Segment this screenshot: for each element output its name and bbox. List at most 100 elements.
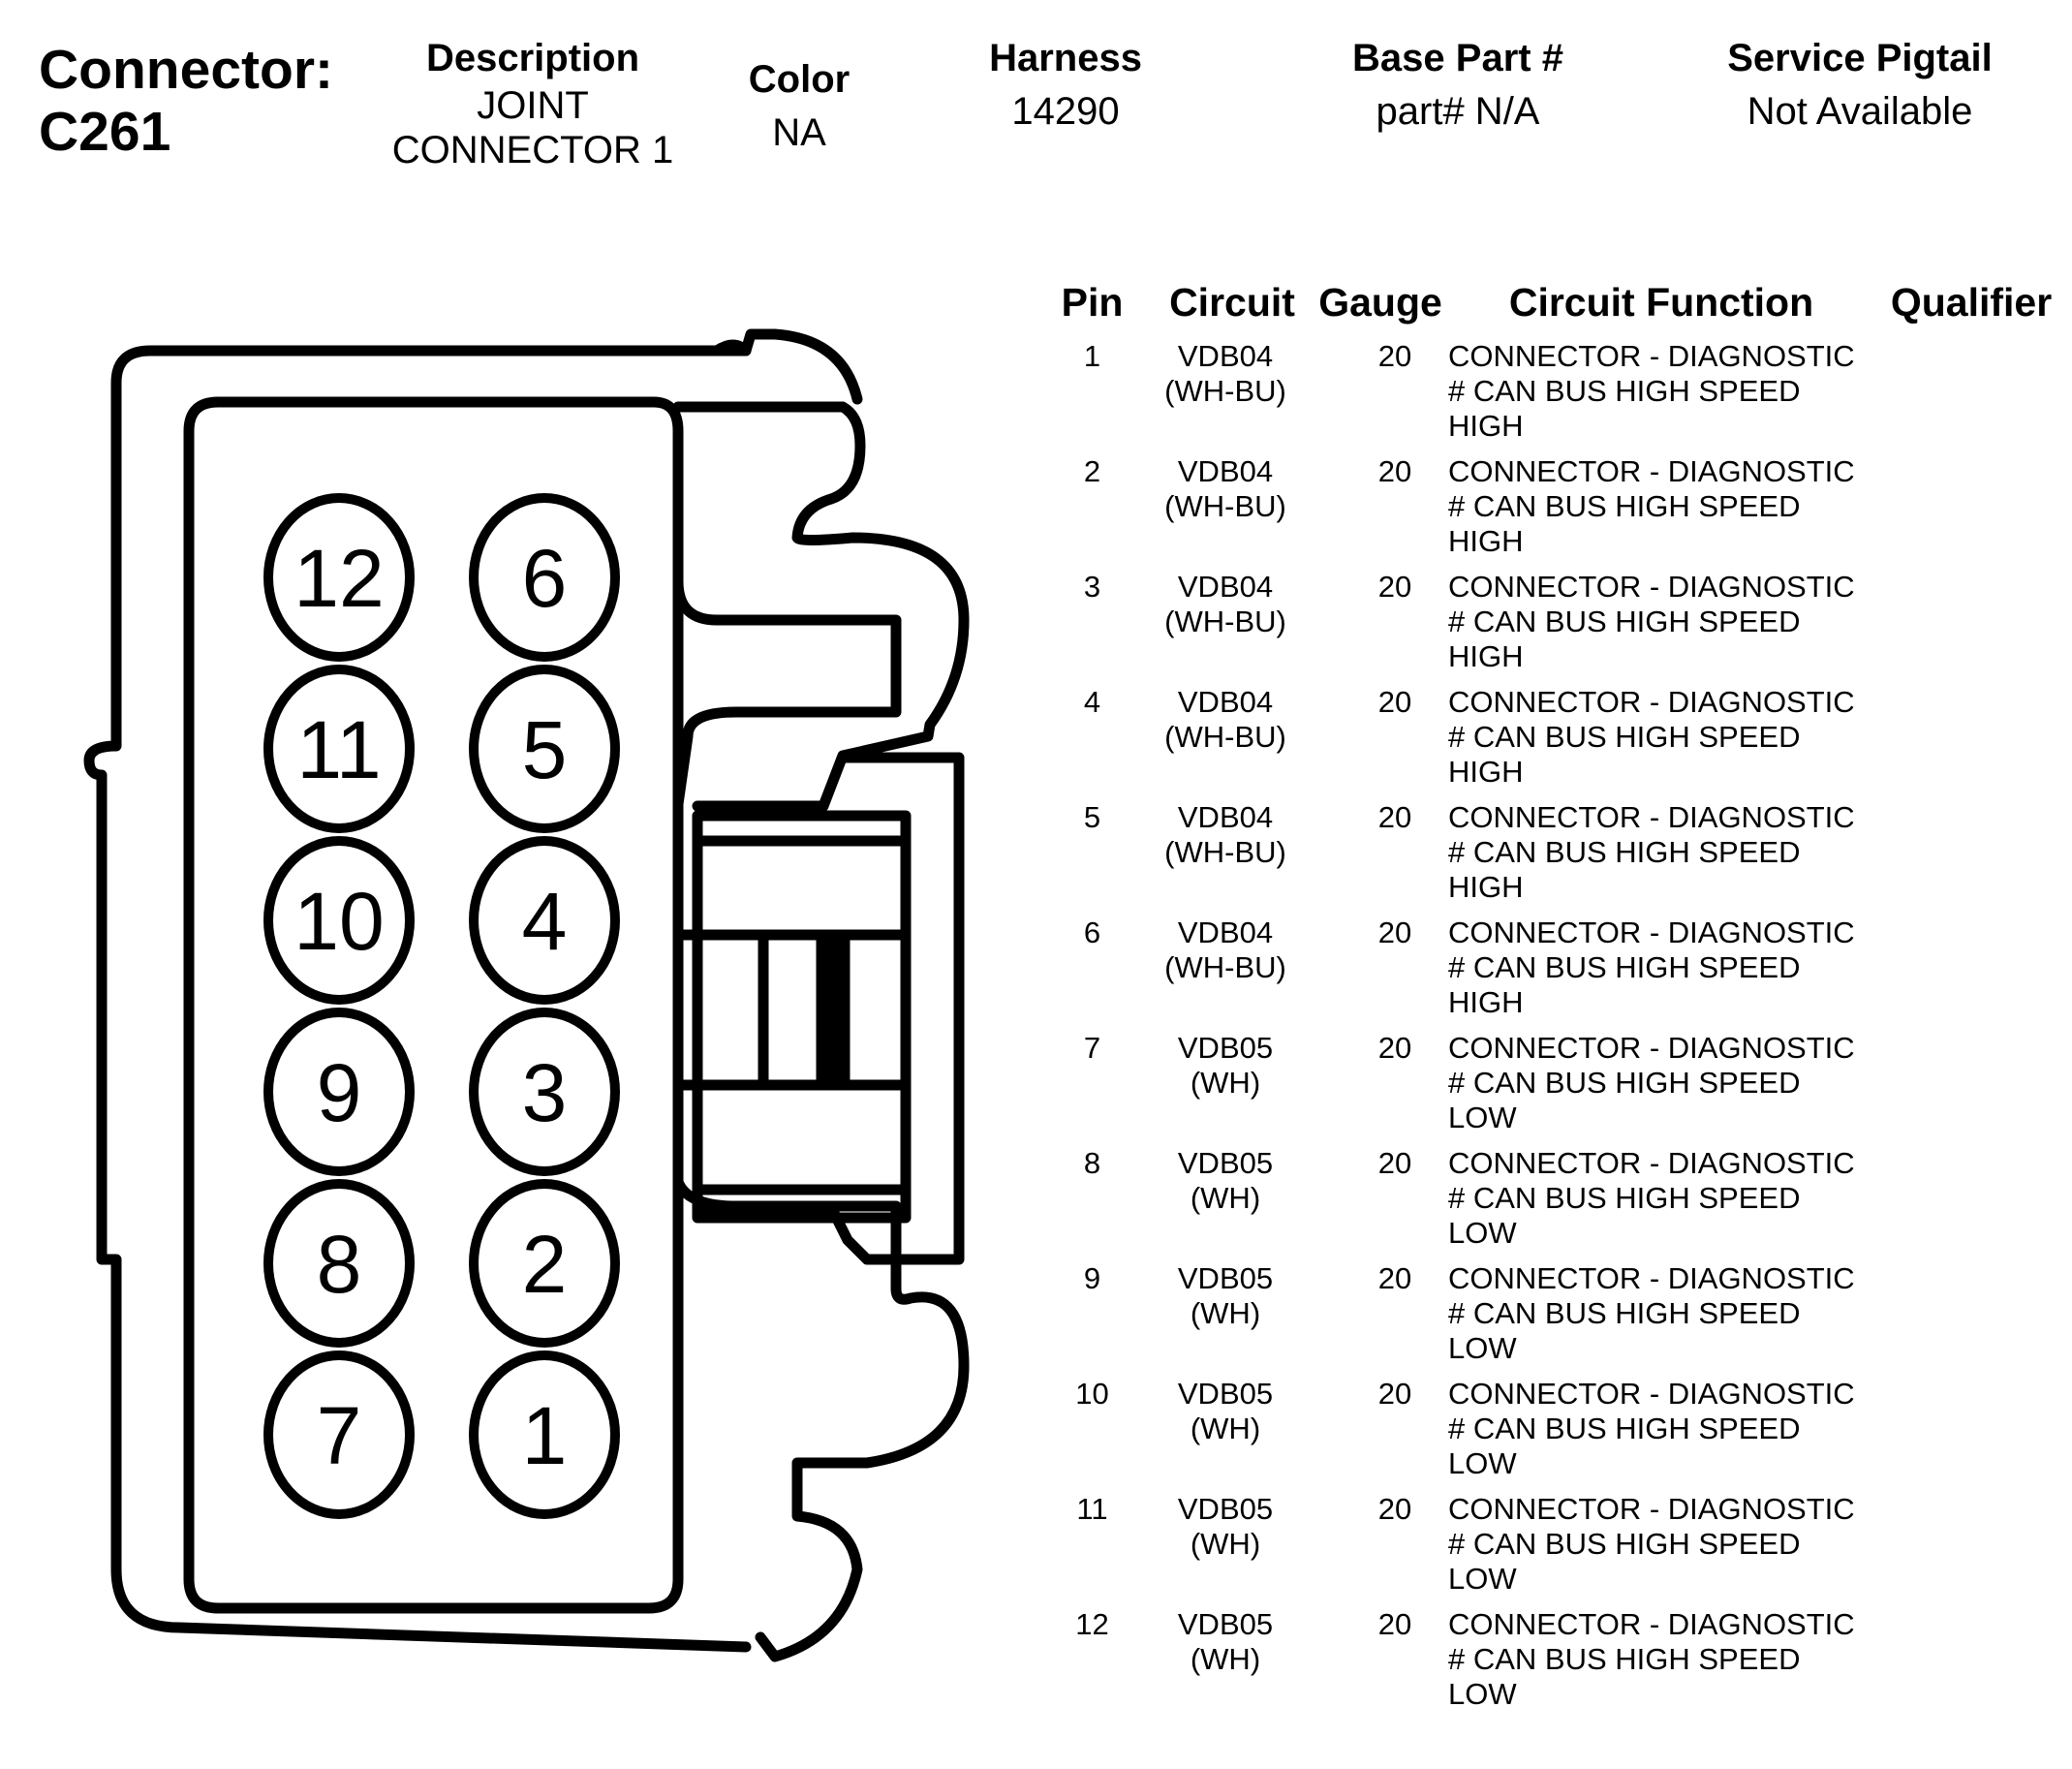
pin-cell: 4 [1083,685,1101,719]
circuit-cell-line: VDB05 [1177,1261,1274,1295]
circuit-function-cell: CONNECTOR - DIAGNOSTIC# CAN BUS HIGH SPE… [1448,1031,1903,1135]
pin-cell: 8 [1083,1146,1101,1180]
circuit-function-cell: CONNECTOR - DIAGNOSTIC# CAN BUS HIGH SPE… [1448,1377,1903,1481]
service-pigtail-column: Service Pigtail Not Available [1676,35,2044,134]
pin-number-label: 2 [522,1219,568,1310]
circuit-function-cell-line: LOW [1448,1216,1517,1250]
description-label: Description [425,37,640,79]
pin-cavity-12 [263,493,415,662]
circuit-cell-line: (WH-BU) [1164,720,1286,754]
harness-label: Harness [989,37,1142,79]
pin-number-label: 9 [317,1047,362,1138]
circuit-cell-line: VDB05 [1177,1146,1274,1180]
circuit-function-cell-line: HIGH [1448,639,1524,673]
circuit-cell-line: VDB04 [1177,800,1274,834]
circuit-cell-line: (WH-BU) [1164,489,1286,523]
gauge-cell: 20 [1377,570,1412,604]
pin-cavity-5 [469,665,620,833]
gauge-cell: 20 [1377,1031,1412,1065]
circuit-function-cell-line: # CAN BUS HIGH SPEED [1448,1527,1801,1561]
pin-cell: 12 [1075,1607,1109,1641]
circuit-function-cell-line: CONNECTOR - DIAGNOSTIC [1448,1377,1855,1411]
pin-cavity-3 [469,1008,620,1176]
pin-number-label: 6 [522,533,568,624]
description-column: Description JOINT CONNECTOR 1 [373,35,693,172]
circuit-cell: VDB04(WH-BU) [1148,570,1303,639]
table-row: 1 VDB04(WH-BU) 20 CONNECTOR - DIAGNOSTIC# C… [1056,339,2072,454]
latch-block [692,810,912,1224]
gauge-cell: 20 [1377,800,1412,834]
pin-cavity-8 [263,1179,415,1348]
circuit-function-cell-line: CONNECTOR - DIAGNOSTIC [1448,454,1855,488]
col-header-pin: Pin [1061,280,1124,325]
pin-cavity-6 [469,493,620,662]
circuit-function-cell: CONNECTOR - DIAGNOSTIC# CAN BUS HIGH SPE… [1448,1146,1903,1251]
pin-number-label: 1 [522,1390,568,1481]
circuit-function-cell-line: CONNECTOR - DIAGNOSTIC [1448,1146,1855,1180]
circuit-cell-line: (WH) [1190,1527,1261,1561]
circuit-function-cell-line: # CAN BUS HIGH SPEED [1448,489,1801,523]
circuit-cell: VDB04(WH-BU) [1148,800,1303,870]
circuit-function-cell: CONNECTOR - DIAGNOSTIC# CAN BUS HIGH SPE… [1448,339,1903,444]
pin-cavity-10 [263,836,415,1005]
pin-number-label: 8 [317,1219,362,1310]
service-pigtail-value: Not Available [1747,90,1973,133]
circuit-cell: VDB04(WH-BU) [1148,339,1303,409]
circuit-cell-line: (WH-BU) [1164,835,1286,869]
circuit-function-cell-line: CONNECTOR - DIAGNOSTIC [1448,1031,1855,1065]
circuit-cell: VDB05(WH) [1148,1261,1303,1331]
pin-cavity-1 [469,1350,620,1519]
pin-cell: 3 [1083,570,1101,604]
right-shell-outline [672,401,970,812]
col-header-circuit: Circuit [1169,280,1295,325]
circuit-cell: VDB05(WH) [1148,1492,1303,1562]
gauge-cell: 20 [1377,1146,1412,1180]
circuit-function-cell-line: # CAN BUS HIGH SPEED [1448,1181,1801,1215]
connector-title: Connector: C261 [39,39,368,163]
circuit-function-cell-line: # CAN BUS HIGH SPEED [1448,950,1801,984]
circuit-function-cell-line: CONNECTOR - DIAGNOSTIC [1448,800,1855,834]
circuit-cell: VDB04(WH-BU) [1148,916,1303,985]
inner-body-outline [183,396,684,1614]
circuit-function-cell: CONNECTOR - DIAGNOSTIC# CAN BUS HIGH SPE… [1448,916,1903,1020]
pin-cell: 5 [1083,800,1101,834]
color-column: Color NA [707,56,891,155]
description-line-2: CONNECTOR 1 [391,129,674,171]
circuit-function-cell-line: CONNECTOR - DIAGNOSTIC [1448,1492,1855,1526]
circuit-cell-line: VDB04 [1177,570,1274,604]
circuit-cell-line: VDB04 [1177,916,1274,949]
connector-id: C261 [39,101,171,163]
circuit-function-cell-line: # CAN BUS HIGH SPEED [1448,605,1801,638]
pin-cell: 1 [1083,339,1101,373]
circuit-function-cell: CONNECTOR - DIAGNOSTIC# CAN BUS HIGH SPE… [1448,570,1903,674]
description-line-1: JOINT [477,84,589,127]
gauge-cell: 20 [1377,1492,1412,1526]
connector-label: Connector: [39,39,333,101]
circuit-cell-line: VDB05 [1177,1492,1274,1526]
circuit-cell-line: (WH) [1190,1642,1261,1676]
circuit-cell-line: (WH) [1190,1412,1261,1445]
pin-number-label: 10 [294,876,384,967]
gauge-cell: 20 [1377,339,1412,373]
circuit-function-cell: CONNECTOR - DIAGNOSTIC# CAN BUS HIGH SPE… [1448,1261,1903,1366]
circuit-function-cell-line: # CAN BUS HIGH SPEED [1448,1066,1801,1100]
circuit-function-cell-line: CONNECTOR - DIAGNOSTIC [1448,685,1855,719]
circuit-function-cell-line: LOW [1448,1677,1517,1711]
circuit-function-cell: CONNECTOR - DIAGNOSTIC# CAN BUS HIGH SPE… [1448,685,1903,790]
base-part-label: Base Part # [1352,37,1563,79]
circuit-function-cell-line: # CAN BUS HIGH SPEED [1448,374,1801,408]
pin-number-label: 3 [522,1047,568,1138]
color-label: Color [748,58,850,101]
circuit-function-cell-line: HIGH [1448,409,1524,443]
col-header-circuit-function: Circuit Function [1508,280,1814,325]
circuit-function-cell: CONNECTOR - DIAGNOSTIC# CAN BUS HIGH SPE… [1448,1607,1903,1712]
